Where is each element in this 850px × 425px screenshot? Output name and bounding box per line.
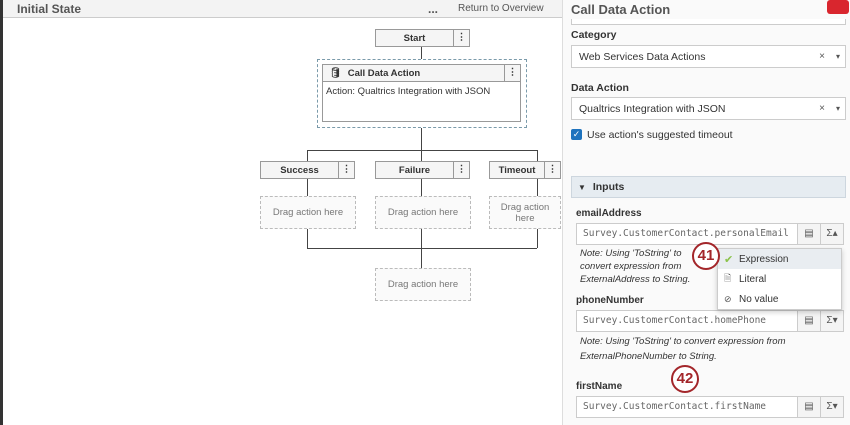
sigma-icon[interactable]: Σ▴ [820,224,843,244]
category-select[interactable]: Web Services Data Actions × ▾ [571,45,846,68]
clear-icon[interactable]: × [819,51,825,62]
step-badge-42: 42 [671,365,699,393]
node-menu-icon[interactable]: ⋮ [453,30,469,46]
timeout-label: Use action's suggested timeout [587,129,733,141]
caret-down-icon: ▼ [578,183,586,192]
timeout-checkbox[interactable]: ✓ [571,129,582,140]
connector [307,248,537,249]
node-menu-icon[interactable]: ⋮ [338,162,354,178]
drop-zone-timeout[interactable]: Drag action here [489,196,561,229]
call-data-action-node[interactable]: 🛢 Call Data Action ⋮ [322,64,521,82]
option-label: Expression [739,253,789,265]
table-icon[interactable]: ▤ [797,224,820,244]
node-label: Call Data Action [347,67,421,79]
connector [307,150,537,151]
start-node[interactable]: Start ⋮ [375,29,470,47]
email-address-field[interactable]: Survey.CustomerContact.personalEmail ▤ Σ… [576,223,844,245]
node-label: Timeout [498,164,536,176]
phone-note-line1: Note: Using 'ToString' to convert expres… [580,336,786,347]
first-name-field[interactable]: Survey.CustomerContact.firstName ▤ Σ▾ [576,396,844,418]
data-action-value: Qualtrics Integration with JSON [579,102,726,115]
check-icon: ✔ [724,253,734,266]
value-type-dropdown: ✔ Expression 🗎 Literal ⊘ No value [717,248,842,310]
sigma-icon[interactable]: Σ▾ [820,397,843,417]
option-expression[interactable]: ✔ Expression [718,249,841,269]
connector [421,150,422,161]
document-icon: 🗎 [724,273,732,283]
connector [421,122,422,150]
inputs-section-header[interactable]: ▼ Inputs [571,176,846,198]
category-label: Category [571,29,617,41]
email-address-label: emailAddress [576,208,642,219]
no-value-icon: ⊘ [724,293,732,304]
node-menu-icon[interactable]: ⋮ [544,162,560,178]
phone-number-label: phoneNumber [576,295,644,306]
email-note-line1: Note: Using 'ToString' to convert expres… [580,248,682,272]
drop-zone-end[interactable]: Drag action here [375,268,471,301]
connector [537,150,538,161]
data-action-label: Data Action [571,82,629,94]
data-action-select[interactable]: Qualtrics Integration with JSON × ▾ [571,97,846,120]
phone-note-line2: ExternalPhoneNumber to String. [580,351,717,362]
properties-panel: Call Data Action Category Web Services D… [562,0,850,425]
option-label: Literal [739,273,767,285]
failure-node[interactable]: Failure ⋮ [375,161,470,179]
option-literal[interactable]: 🗎 Literal [718,269,841,289]
phone-number-input[interactable]: Survey.CustomerContact.homePhone [583,315,767,326]
category-value: Web Services Data Actions [579,50,706,63]
canvas-header: Initial State ... Return to Overview [3,0,565,18]
chevron-down-icon[interactable]: ▾ [835,52,840,61]
node-menu-icon[interactable]: ⋮ [453,162,469,178]
first-name-input[interactable]: Survey.CustomerContact.firstName [583,401,767,412]
sigma-icon[interactable]: Σ▾ [820,311,843,331]
node-label: Start [403,32,426,44]
first-name-label: firstName [576,381,623,392]
node-label: Success [280,164,319,176]
panel-title: Call Data Action [571,2,671,17]
option-no-value[interactable]: ⊘ No value [718,289,841,309]
success-node[interactable]: Success ⋮ [260,161,355,179]
email-address-input[interactable]: Survey.CustomerContact.personalEmail [583,228,789,239]
step-badge-41: 41 [692,242,720,270]
connector [421,46,422,60]
drop-zone-failure[interactable]: Drag action here [375,196,471,229]
call-data-action-selected[interactable]: 🛢 Call Data Action ⋮ Action: Qualtrics I… [317,59,527,128]
email-note-line2: ExternalAddress to String. [580,274,691,285]
table-icon[interactable]: ▤ [797,397,820,417]
option-label: No value [739,293,779,305]
drop-zone-success[interactable]: Drag action here [260,196,356,229]
inputs-label: Inputs [592,181,625,193]
node-menu-icon[interactable]: ⋮ [504,65,520,81]
table-icon[interactable]: ▤ [797,311,820,331]
node-label: Failure [398,164,431,176]
name-field[interactable] [571,19,846,25]
delete-button[interactable] [827,0,849,14]
connector [307,150,308,161]
phone-number-field[interactable]: Survey.CustomerContact.homePhone ▤ Σ▾ [576,310,844,332]
node-action-text: Action: Qualtrics Integration with JSON [326,86,491,97]
clear-icon[interactable]: × [819,103,825,114]
timeout-node[interactable]: Timeout ⋮ [489,161,561,179]
database-icon: 🛢 [329,67,342,79]
return-to-overview-link[interactable]: Return to Overview [458,3,544,14]
page-title: Initial State [17,2,82,16]
more-button[interactable]: ... [428,2,439,16]
chevron-down-icon[interactable]: ▾ [835,104,840,113]
